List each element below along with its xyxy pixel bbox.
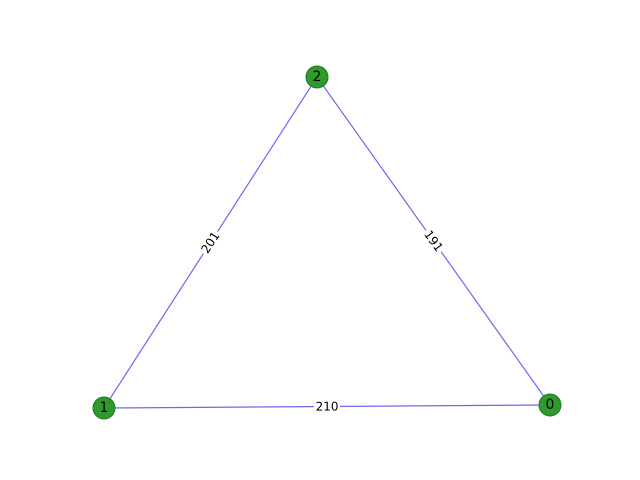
- node-label-1: 1: [100, 400, 109, 416]
- node-circle-1: [92, 396, 116, 420]
- edge-label-1-0: 210: [316, 399, 339, 413]
- edge-label-bg-1-2: [197, 228, 224, 257]
- edge-1-0: 210: [103, 399, 551, 414]
- node-0: 0: [538, 393, 562, 417]
- edge-1-2: 201: [103, 76, 318, 409]
- nodes-layer: 0 1 2: [92, 65, 562, 420]
- node-2: 2: [305, 65, 329, 89]
- node-circle-2: [305, 65, 329, 89]
- edges-layer: 210 201 191: [103, 76, 551, 414]
- edge-label-bg-1-0: [313, 399, 341, 414]
- node-1: 1: [92, 396, 116, 420]
- edge-label-bg-2-0: [420, 226, 447, 256]
- node-label-0: 0: [546, 397, 555, 413]
- node-circle-0: [538, 393, 562, 417]
- edge-2-0: 191: [316, 76, 551, 406]
- node-label-2: 2: [313, 69, 322, 85]
